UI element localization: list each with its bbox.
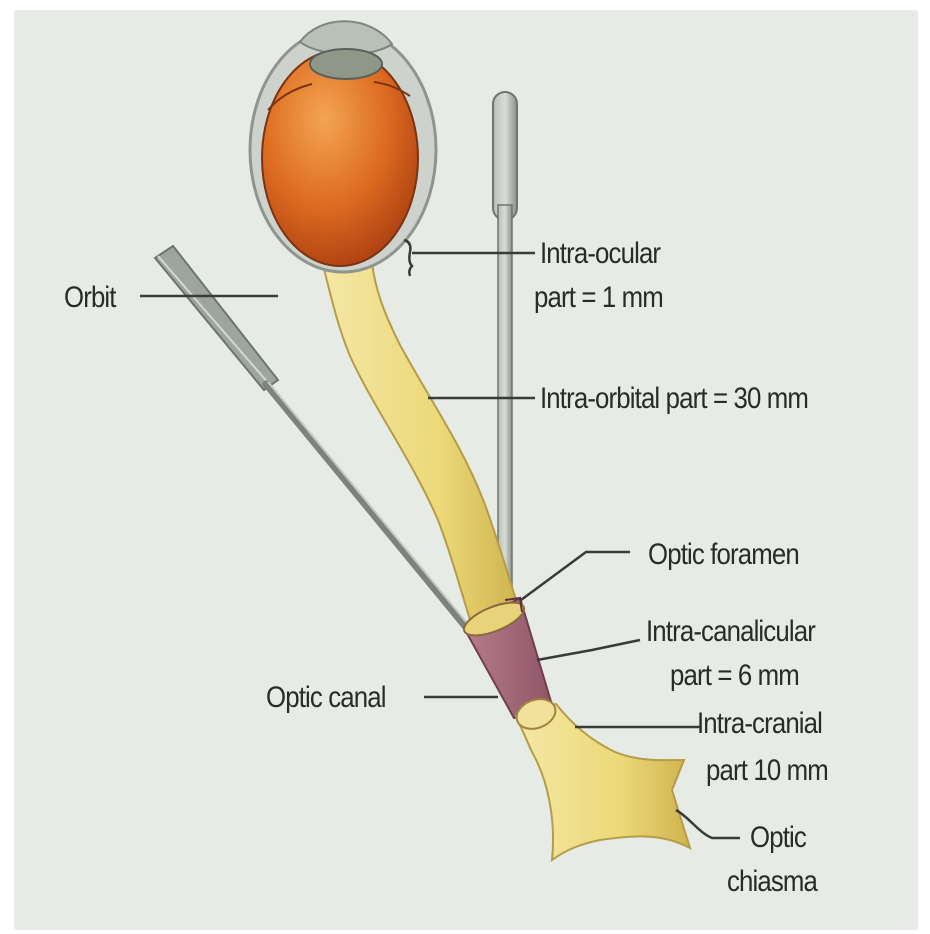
intra-ocular-label-line2: part = 1 mm	[534, 280, 663, 316]
orbit-label: Orbit	[64, 280, 116, 316]
probe-rod	[493, 92, 517, 600]
intra-cranial-label-line2: part 10 mm	[706, 753, 828, 789]
optic-chiasma-label-line2: chiasma	[727, 864, 817, 900]
intra-canalicular-leader	[537, 640, 640, 660]
intra-orbital-label: Intra-orbital part = 30 mm	[540, 381, 808, 417]
lens	[310, 49, 382, 79]
eyeball	[250, 21, 436, 272]
optic-chiasma-label-line1: Optic	[750, 820, 806, 856]
optic-canal-label: Optic canal	[266, 680, 386, 716]
intra-canalicular-label-line2: part = 6 mm	[670, 658, 799, 694]
intra-cranial-label-line1: Intra-cranial	[697, 706, 822, 742]
optic-foramen-label: Optic foramen	[648, 537, 799, 573]
intra-ocular-bracket	[404, 240, 412, 276]
intra-ocular-label-line1: Intra-ocular	[540, 236, 660, 272]
optic-foramen-leader	[521, 552, 630, 600]
intra-canalicular-label-line1: Intra-canalicular	[646, 614, 815, 650]
